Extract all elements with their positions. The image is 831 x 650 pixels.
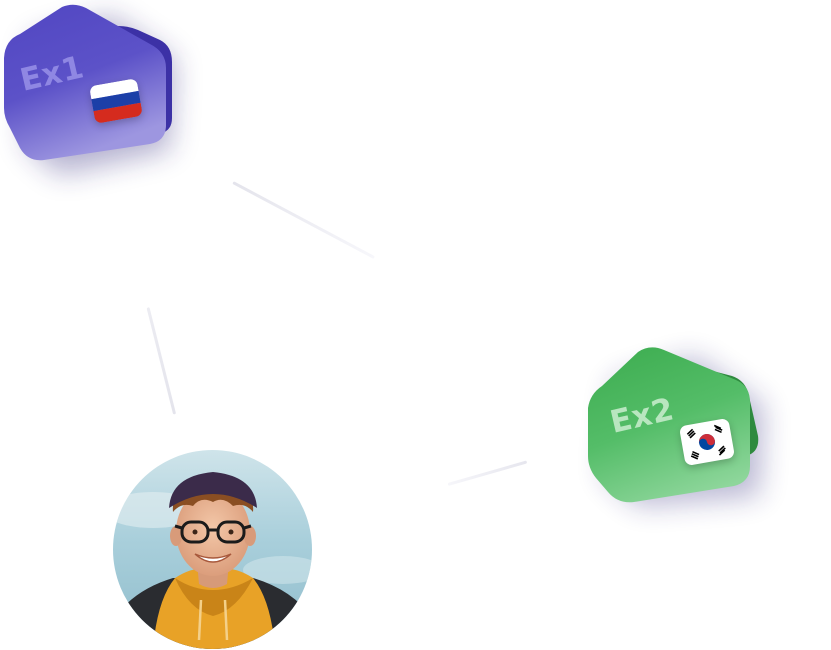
connector-ex1-avatar [146,307,177,415]
south-korea-flag-icon [678,417,736,467]
user-avatar-photo [113,450,312,649]
user-avatar[interactable] [113,450,312,649]
ex2-node-card[interactable]: Ex2 [584,336,774,506]
ex1-card-shape [4,4,175,175]
ex1-node-card[interactable]: Ex1 [0,0,190,175]
connector-ex1-center [232,181,375,259]
connector-avatar-ex2 [447,460,528,486]
